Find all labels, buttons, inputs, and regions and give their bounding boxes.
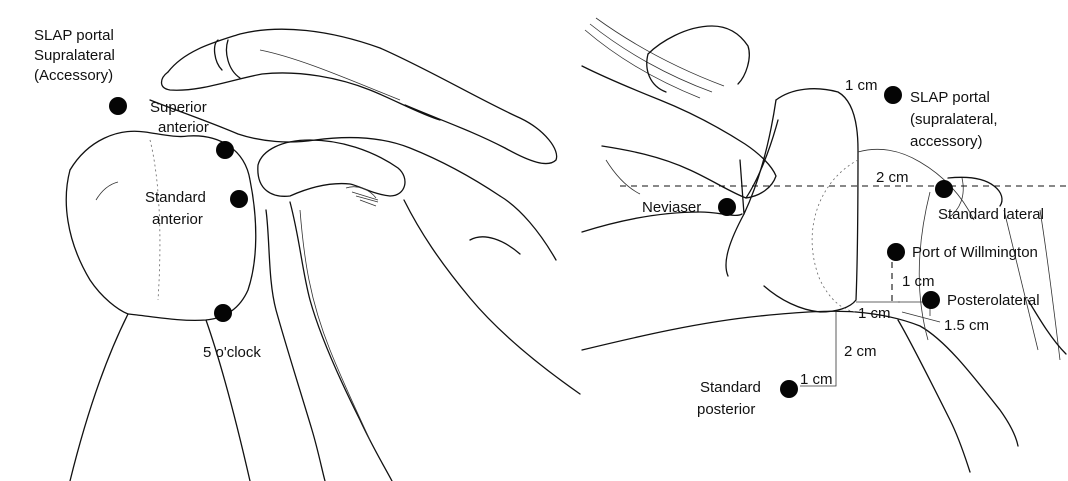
superior-anterior-dot — [216, 141, 234, 159]
five-oclock-label: 5 o'clock — [203, 344, 261, 361]
right-panel-posterior-view: 1 cm SLAP portal (supralateral, accessor… — [582, 18, 1068, 472]
slap-portal-posterior-label-line2: (supralateral, — [910, 111, 998, 128]
one-cm-top-label: 1 cm — [845, 77, 878, 94]
neviaser-dot — [718, 198, 736, 216]
slap-portal-dot — [109, 97, 127, 115]
standard-lateral-dot — [935, 180, 953, 198]
slap-portal-posterior-label: SLAP portal — [910, 89, 990, 106]
left-anatomy-drawing — [66, 29, 580, 481]
one-cm-posterior-label: 1 cm — [800, 371, 833, 388]
two-cm-horizontal-label: 2 cm — [876, 169, 909, 186]
slap-portal-label-line2: Supralateral — [34, 47, 115, 64]
standard-anterior-label-line2: anterior — [152, 211, 203, 228]
superior-anterior-label-line2: anterior — [158, 119, 209, 136]
superior-anterior-label: Superior — [150, 99, 207, 116]
standard-anterior-label: Standard — [145, 189, 206, 206]
right-portal-labels: 1 cm SLAP portal (supralateral, accessor… — [642, 77, 1044, 418]
five-oclock-dot — [214, 304, 232, 322]
standard-anterior-dot — [230, 190, 248, 208]
one-cm-vertical-label: 1 cm — [902, 273, 935, 290]
slap-portal-posterior-label-line3: accessory) — [910, 133, 983, 150]
standard-lateral-label: Standard lateral — [938, 206, 1044, 223]
port-of-willmington-dot — [887, 243, 905, 261]
standard-posterior-label: Standard — [700, 379, 761, 396]
port-of-willmington-label: Port of Willmington — [912, 244, 1038, 261]
posterolateral-label: Posterolateral — [947, 292, 1040, 309]
one-point-five-guide — [902, 312, 940, 322]
one-point-five-cm-label: 1.5 cm — [944, 317, 989, 334]
standard-posterior-label-line2: posterior — [697, 401, 755, 418]
two-cm-vertical-label: 2 cm — [844, 343, 877, 360]
standard-posterior-dot — [780, 380, 798, 398]
neviaser-label: Neviaser — [642, 199, 701, 216]
slap-portal-label: SLAP portal — [34, 27, 114, 44]
slap-portal-label-line3: (Accessory) — [34, 67, 113, 84]
one-cm-bottom-label: 1 cm — [858, 305, 891, 322]
posterolateral-dot — [922, 291, 940, 309]
left-panel-anterior-view: SLAP portal Supralateral (Accessory) Sup… — [34, 27, 580, 481]
slap-portal-dot-posterior — [884, 86, 902, 104]
